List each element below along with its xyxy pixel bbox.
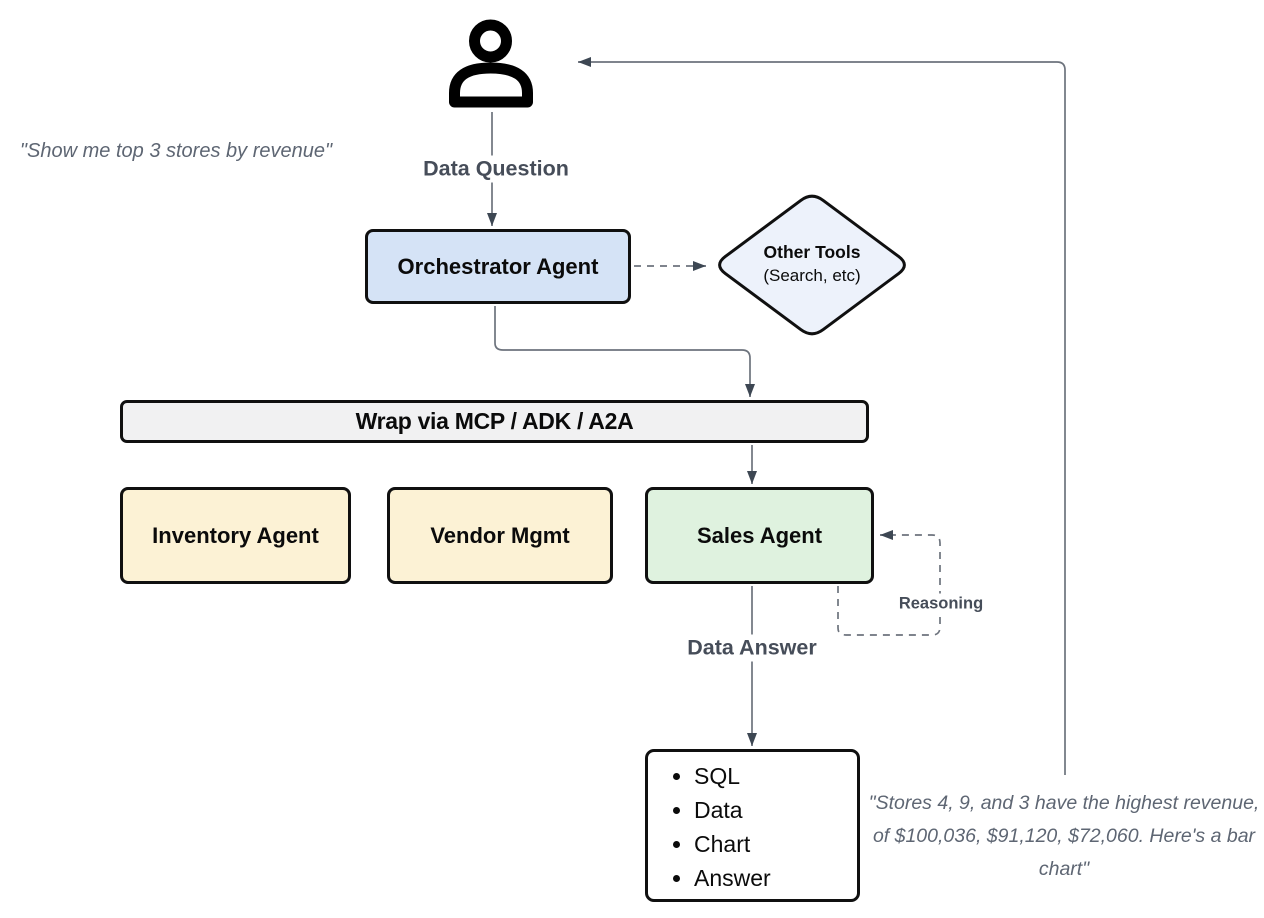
reasoning-label: Reasoning: [891, 593, 991, 615]
user-question-quote: "Show me top 3 stores by revenue": [19, 140, 333, 162]
output-item-chart: Chart: [694, 831, 857, 858]
output-item-answer: Answer: [694, 865, 857, 892]
other-tools-diamond: [718, 194, 906, 336]
data-answer-label: Data Answer: [680, 634, 824, 662]
sales-agent-node: Sales Agent: [645, 487, 874, 584]
connector-sales-reasoning-loop: [837, 530, 941, 636]
wrap-mcp-adk-a2a-bar: Wrap via MCP / ADK / A2A: [120, 400, 869, 443]
output-item-data: Data: [694, 797, 857, 824]
other-tools-title: Other Tools: [763, 242, 861, 262]
user-person-icon: [449, 19, 533, 108]
output-box: SQL Data Chart Answer: [645, 749, 860, 902]
data-question-label: Data Question: [416, 155, 576, 183]
orchestrator-agent-node: Orchestrator Agent: [365, 229, 631, 304]
output-item-sql: SQL: [694, 763, 857, 790]
agent-answer-quote: "Stores 4, 9, and 3 have the highest rev…: [868, 792, 1260, 880]
output-list: SQL Data Chart Answer: [648, 763, 857, 892]
other-tools-subtitle: (Search, etc): [763, 266, 861, 285]
vendor-mgmt-node: Vendor Mgmt: [387, 487, 613, 584]
connector-answer-to-user: [578, 57, 1066, 775]
connector-orchestrator-to-wrap-bar: [494, 306, 755, 397]
inventory-agent-node: Inventory Agent: [120, 487, 351, 584]
other-tools-node-label: Other Tools (Search, etc): [727, 240, 897, 288]
